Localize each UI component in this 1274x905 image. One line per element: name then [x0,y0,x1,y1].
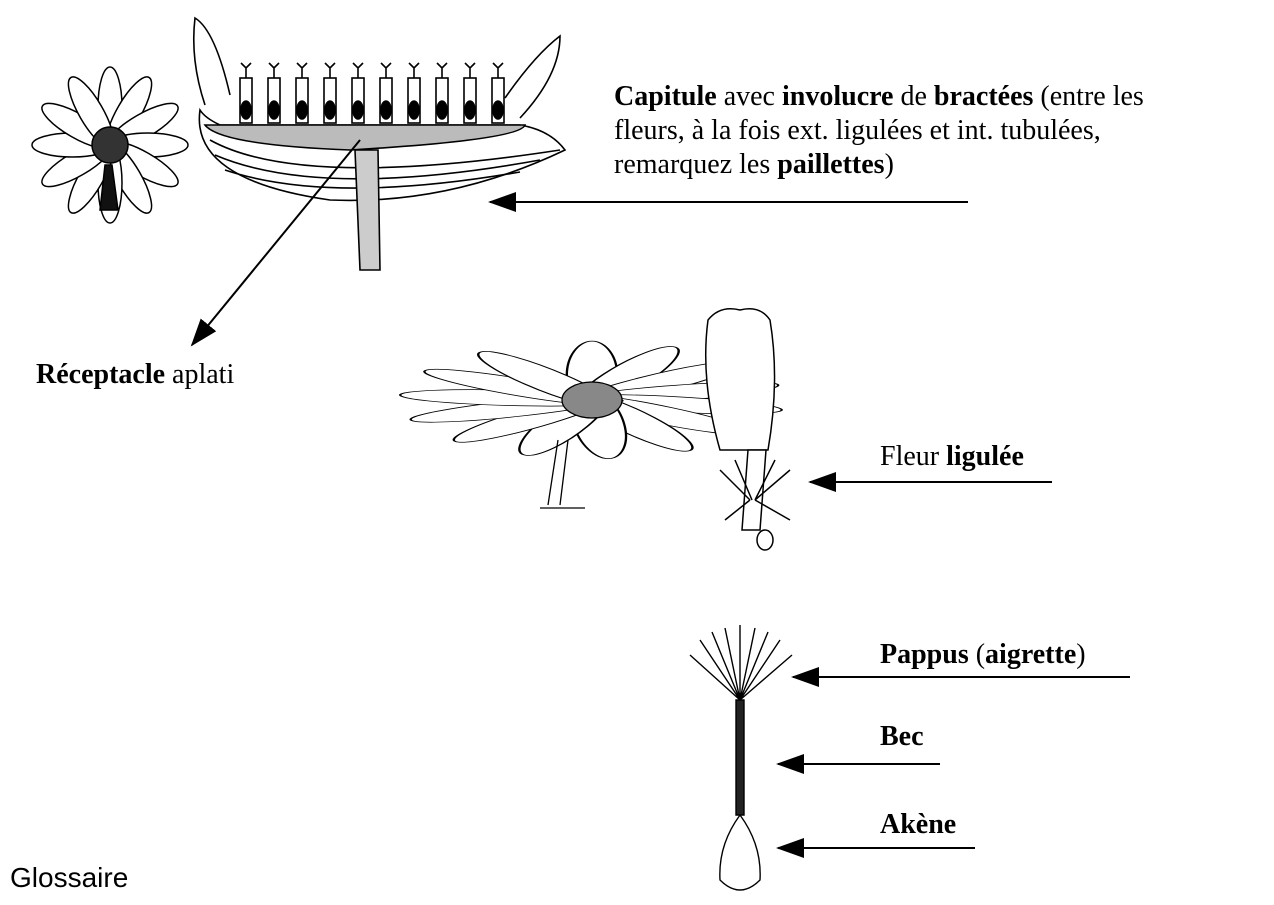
capitule-line-3: remarquez les paillettes) [614,148,1144,182]
close-paren: ) [885,149,894,180]
capitule-section-icon [194,18,565,270]
entre-les-word: (entre les [1033,81,1143,112]
small-flower-icon [32,67,188,223]
glossaire-link[interactable]: Glossaire [10,862,128,894]
involucre-word: involucre [782,81,893,112]
bractees-word: bractées [934,81,1034,112]
pappus-achene-icon [690,625,792,890]
close-paren-2: ) [1076,639,1085,670]
bec-word: Bec [880,721,924,752]
ligulate-flower-icon [706,309,790,550]
receptacle-word: Réceptacle [36,359,165,390]
paillettes-word: paillettes [777,149,884,180]
open-paren: ( [969,639,985,670]
avec-word: avec [717,81,782,112]
aigrette-word: aigrette [985,639,1076,670]
akene-word: Akène [880,809,956,840]
ligulee-word: ligulée [946,441,1024,472]
fleur-ligulee-label: Fleur ligulée [880,440,1024,474]
capitule-label: Capitule avec involucre de bractées (ent… [614,80,1144,182]
pappus-label: Pappus (aigrette) [880,638,1086,672]
fleur-word: Fleur [880,441,946,472]
capitule-line-2: fleurs, à la fois ext. ligulées et int. … [614,114,1144,148]
pappus-word: Pappus [880,639,969,670]
aplati-word: aplati [165,359,234,390]
remarquez-word: remarquez les [614,149,777,180]
akene-label: Akène [880,808,956,842]
capitule-word: Capitule [614,81,717,112]
de-word: de [893,81,933,112]
receptacle-label: Réceptacle aplati [36,358,234,392]
bec-label: Bec [880,720,924,754]
capitule-line-1: Capitule avec involucre de bractées (ent… [614,80,1144,114]
